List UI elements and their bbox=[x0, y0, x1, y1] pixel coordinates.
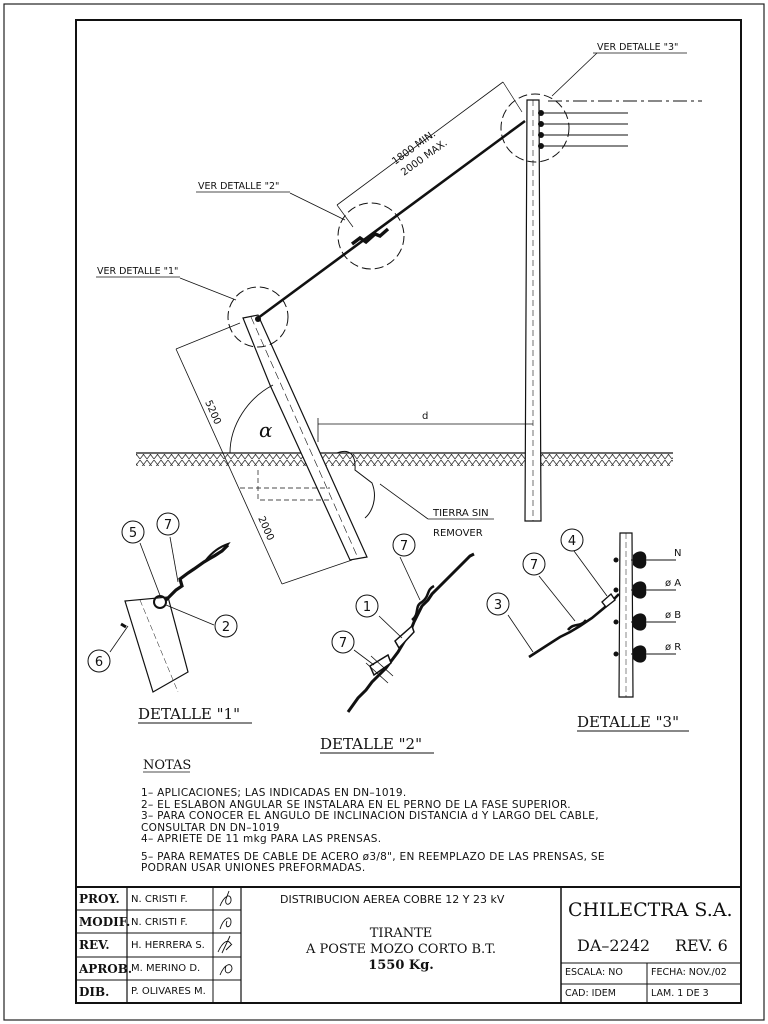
ground-label-line2: REMOVER bbox=[433, 528, 483, 539]
role-rev: REV. bbox=[79, 938, 110, 952]
balloon-7-detail-3: 7 bbox=[530, 558, 538, 573]
note-1: 1– APLICACIONES; LAS INDICADAS EN DN–101… bbox=[141, 787, 407, 799]
dim-d-label: d bbox=[422, 411, 428, 422]
signatures bbox=[217, 890, 233, 976]
note-3-cont: CONSULTAR DN DN–1019 bbox=[141, 821, 280, 834]
main-pole bbox=[524, 99, 702, 522]
callout-detalle-1: VER DETALLE "1" bbox=[97, 266, 178, 277]
cable-length-dimension: 1800 MIN. 2000 MAX. bbox=[336, 81, 523, 228]
detail-2-title: DETALLE "2" bbox=[320, 735, 422, 753]
note-5: 5– PARA REMATES DE CABLE DE ACERO ø3/8",… bbox=[141, 850, 605, 863]
note-2: 2– EL ESLABON ANGULAR SE INSTALARA EN EL… bbox=[141, 798, 571, 811]
notes-heading: NOTAS bbox=[143, 758, 191, 773]
name-rev: H. HERRERA S. bbox=[131, 940, 205, 951]
note-3: 3– PARA CONOCER EL ANGULO DE INCLINACION… bbox=[141, 810, 599, 822]
dim-2000-label: 2000 bbox=[255, 515, 275, 543]
cad-field: CAD: IDEM bbox=[565, 988, 616, 999]
callout-detalle-3: VER DETALLE "3" bbox=[597, 42, 678, 53]
sheet-field: LAM. 1 DE 3 bbox=[651, 988, 709, 999]
detail-circle-1 bbox=[227, 286, 289, 348]
role-proy: PROY. bbox=[79, 892, 120, 906]
phase-b-label: ø B bbox=[665, 610, 681, 621]
detail-1-title: DETALLE "1" bbox=[138, 705, 240, 723]
balloon-5-detail-1: 5 bbox=[129, 526, 137, 541]
detail-2-balloons: 7 1 7 bbox=[331, 533, 421, 666]
company-name: CHILECTRA S.A. bbox=[568, 899, 733, 921]
leader-detalle-3 bbox=[551, 52, 598, 97]
detail-2-drawing bbox=[346, 552, 475, 713]
phase-a-label: ø A bbox=[665, 578, 681, 589]
note-4: 4– APRIETE DE 11 mkg PARA LAS PRENSAS. bbox=[141, 833, 382, 845]
role-modif: MODIF. bbox=[79, 915, 131, 929]
stub-pole bbox=[240, 314, 375, 561]
balloon-1-detail-2: 1 bbox=[363, 600, 371, 615]
balloon-3-detail-3: 3 bbox=[494, 598, 502, 613]
balloon-7-detail-2-top: 7 bbox=[400, 539, 408, 554]
ground bbox=[136, 452, 673, 466]
callout-detalle-2: VER DETALLE "2" bbox=[198, 181, 279, 192]
dim-5200-label: 5200 bbox=[202, 399, 222, 427]
detail-circle-2 bbox=[337, 202, 405, 270]
drawing-title-line3: 1550 Kg. bbox=[368, 958, 434, 973]
alpha-label: α bbox=[259, 418, 273, 442]
notes-list: 1– APLICACIONES; LAS INDICADAS EN DN–101… bbox=[141, 787, 605, 875]
leader-detalle-1 bbox=[179, 277, 237, 301]
balloon-2-detail-1: 2 bbox=[222, 620, 230, 635]
scale-field: ESCALA: NO bbox=[565, 967, 623, 978]
leader-detalle-2 bbox=[289, 192, 346, 221]
balloon-6-detail-1: 6 bbox=[95, 655, 103, 670]
drawing-subject: DISTRIBUCION AEREA COBRE 12 Y 23 kV bbox=[280, 893, 505, 906]
distance-d-dimension: d bbox=[317, 411, 533, 442]
detail-circle-3 bbox=[500, 93, 570, 163]
name-proy: N. CRISTI F. bbox=[131, 894, 188, 905]
balloon-7-detail-1: 7 bbox=[164, 518, 172, 533]
name-dib: P. OLIVARES M. bbox=[131, 986, 206, 997]
title-block-grid bbox=[76, 887, 741, 1003]
angle-alpha: α bbox=[229, 384, 274, 454]
role-dib: DIB. bbox=[79, 985, 110, 999]
name-aprob: M. MERINO D. bbox=[131, 963, 201, 974]
drawing-title-line1: TIRANTE bbox=[369, 926, 433, 941]
name-modif: N. CRISTI F. bbox=[131, 917, 188, 928]
detail-3-drawing bbox=[528, 532, 676, 698]
ground-label: TIERRA SIN REMOVER bbox=[379, 483, 494, 539]
drawing-border bbox=[75, 19, 742, 1004]
phase-n-label: N bbox=[674, 548, 681, 559]
note-5-cont: PODRAN USAR UNIONES PREFORMADAS. bbox=[141, 862, 366, 874]
phase-r-label: ø R bbox=[665, 642, 681, 653]
revision-number: REV. 6 bbox=[675, 936, 728, 955]
guy-cable bbox=[255, 119, 526, 322]
detail-1-drawing bbox=[120, 542, 231, 693]
drawing-number: DA–2242 bbox=[577, 936, 651, 955]
role-aprob: APROB. bbox=[79, 962, 133, 976]
drawing-title-line2: A POSTE MOZO CORTO B.T. bbox=[305, 942, 497, 957]
ground-label-line1: TIERRA SIN bbox=[432, 508, 489, 519]
outer-frame bbox=[3, 3, 765, 1021]
balloon-7-detail-2-bottom: 7 bbox=[339, 636, 347, 651]
detail-1-balloons: 5 7 2 6 bbox=[87, 512, 238, 673]
detail-3-title: DETALLE "3" bbox=[577, 713, 679, 731]
balloon-4-detail-3: 4 bbox=[568, 534, 576, 549]
date-field: FECHA: NOV./02 bbox=[651, 967, 727, 978]
phase-labels: N ø A ø B ø R bbox=[665, 548, 681, 653]
detail-3-balloons: 4 7 3 bbox=[486, 528, 608, 653]
